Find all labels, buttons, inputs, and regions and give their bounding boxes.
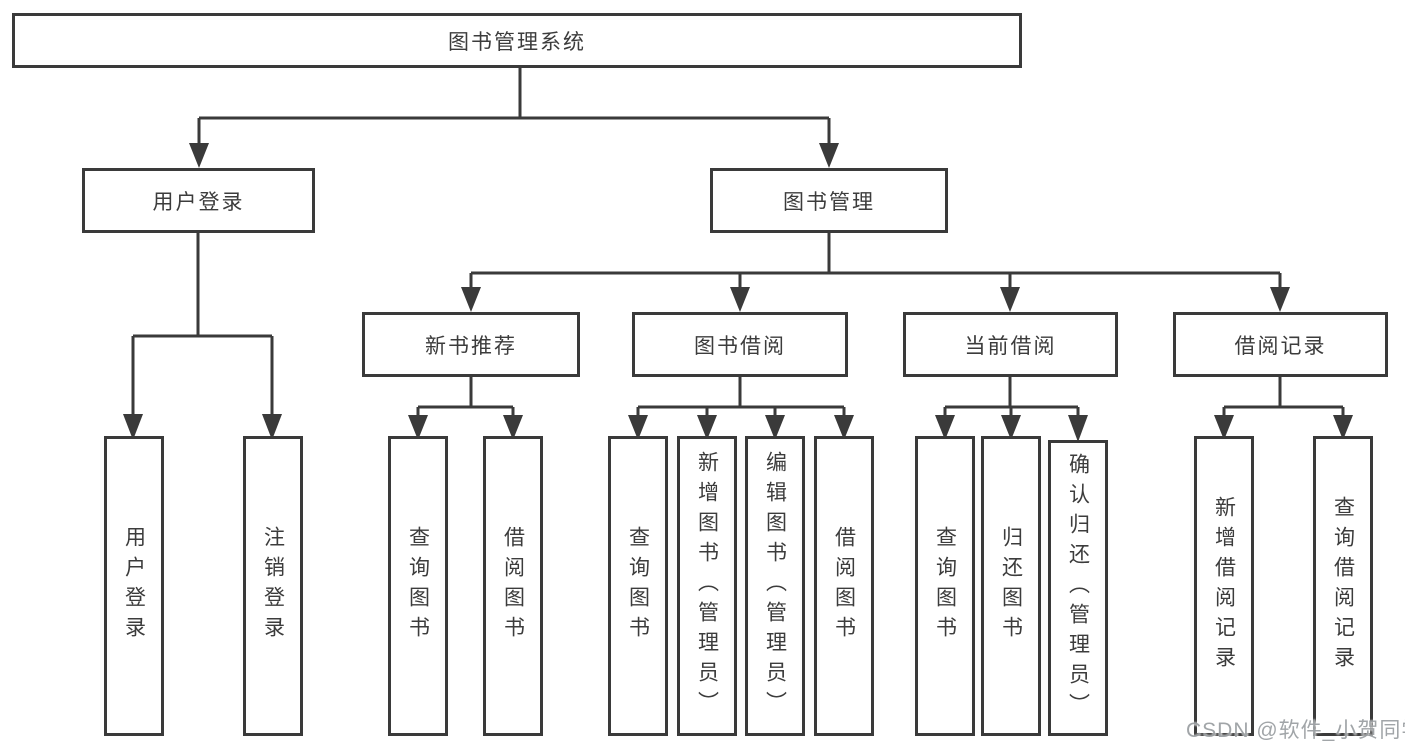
node-leaf-query-books-1: 查询图书 bbox=[388, 436, 448, 736]
node-leaf-edit-books-admin: 编辑图书（管理员） bbox=[745, 436, 805, 736]
node-label: 查询图书 bbox=[626, 526, 650, 646]
node-leaf-borrow-books-1: 借阅图书 bbox=[483, 436, 543, 736]
node-label: 查询借阅记录 bbox=[1331, 496, 1355, 676]
node-label: 图书借阅 bbox=[694, 334, 786, 358]
node-library-management-system: 图书管理系统 bbox=[12, 13, 1022, 68]
node-borrowing-records: 借阅记录 bbox=[1173, 312, 1388, 377]
node-current-borrowing: 当前借阅 bbox=[903, 312, 1118, 377]
node-label: 归还图书 bbox=[999, 526, 1023, 646]
node-label: 查询图书 bbox=[406, 526, 430, 646]
node-label: 图书管理 bbox=[783, 190, 875, 214]
node-user-login-group: 用户登录 bbox=[82, 168, 315, 233]
node-leaf-query-borrow-record: 查询借阅记录 bbox=[1313, 436, 1373, 736]
node-label: 借阅图书 bbox=[501, 526, 525, 646]
node-leaf-borrow-books-2: 借阅图书 bbox=[814, 436, 874, 736]
csdn-watermark: CSDN @软件_小贺同学 bbox=[1186, 719, 1405, 742]
node-label: 图书管理系统 bbox=[448, 30, 586, 54]
node-leaf-add-borrow-record: 新增借阅记录 bbox=[1194, 436, 1254, 736]
node-leaf-query-books-3: 查询图书 bbox=[915, 436, 975, 736]
node-label: 用户登录 bbox=[122, 526, 146, 646]
node-leaf-logout: 注销登录 bbox=[243, 436, 303, 736]
node-leaf-confirm-return-admin: 确认归还（管理员） bbox=[1048, 440, 1108, 736]
node-label: 新增借阅记录 bbox=[1212, 496, 1236, 676]
node-new-book-recommendation: 新书推荐 bbox=[362, 312, 580, 377]
node-label: 编辑图书（管理员） bbox=[763, 451, 787, 721]
node-label: 用户登录 bbox=[152, 190, 245, 214]
node-label: 新书推荐 bbox=[425, 334, 517, 358]
node-label: 新增图书（管理员） bbox=[695, 451, 719, 721]
node-book-management: 图书管理 bbox=[710, 168, 948, 233]
node-label: 确认归还（管理员） bbox=[1066, 453, 1090, 723]
node-label: 查询图书 bbox=[933, 526, 957, 646]
node-label: 借阅记录 bbox=[1234, 334, 1327, 358]
node-book-borrowing: 图书借阅 bbox=[632, 312, 848, 377]
node-leaf-add-books-admin: 新增图书（管理员） bbox=[677, 436, 737, 736]
node-label: 当前借阅 bbox=[964, 334, 1057, 358]
node-leaf-query-books-2: 查询图书 bbox=[608, 436, 668, 736]
arrowheads bbox=[123, 143, 1353, 442]
connector-strokes bbox=[131, 68, 1345, 418]
node-label: 注销登录 bbox=[261, 526, 285, 646]
node-leaf-user-login: 用户登录 bbox=[104, 436, 164, 736]
node-label: 借阅图书 bbox=[832, 526, 856, 646]
node-leaf-return-books: 归还图书 bbox=[981, 436, 1041, 736]
